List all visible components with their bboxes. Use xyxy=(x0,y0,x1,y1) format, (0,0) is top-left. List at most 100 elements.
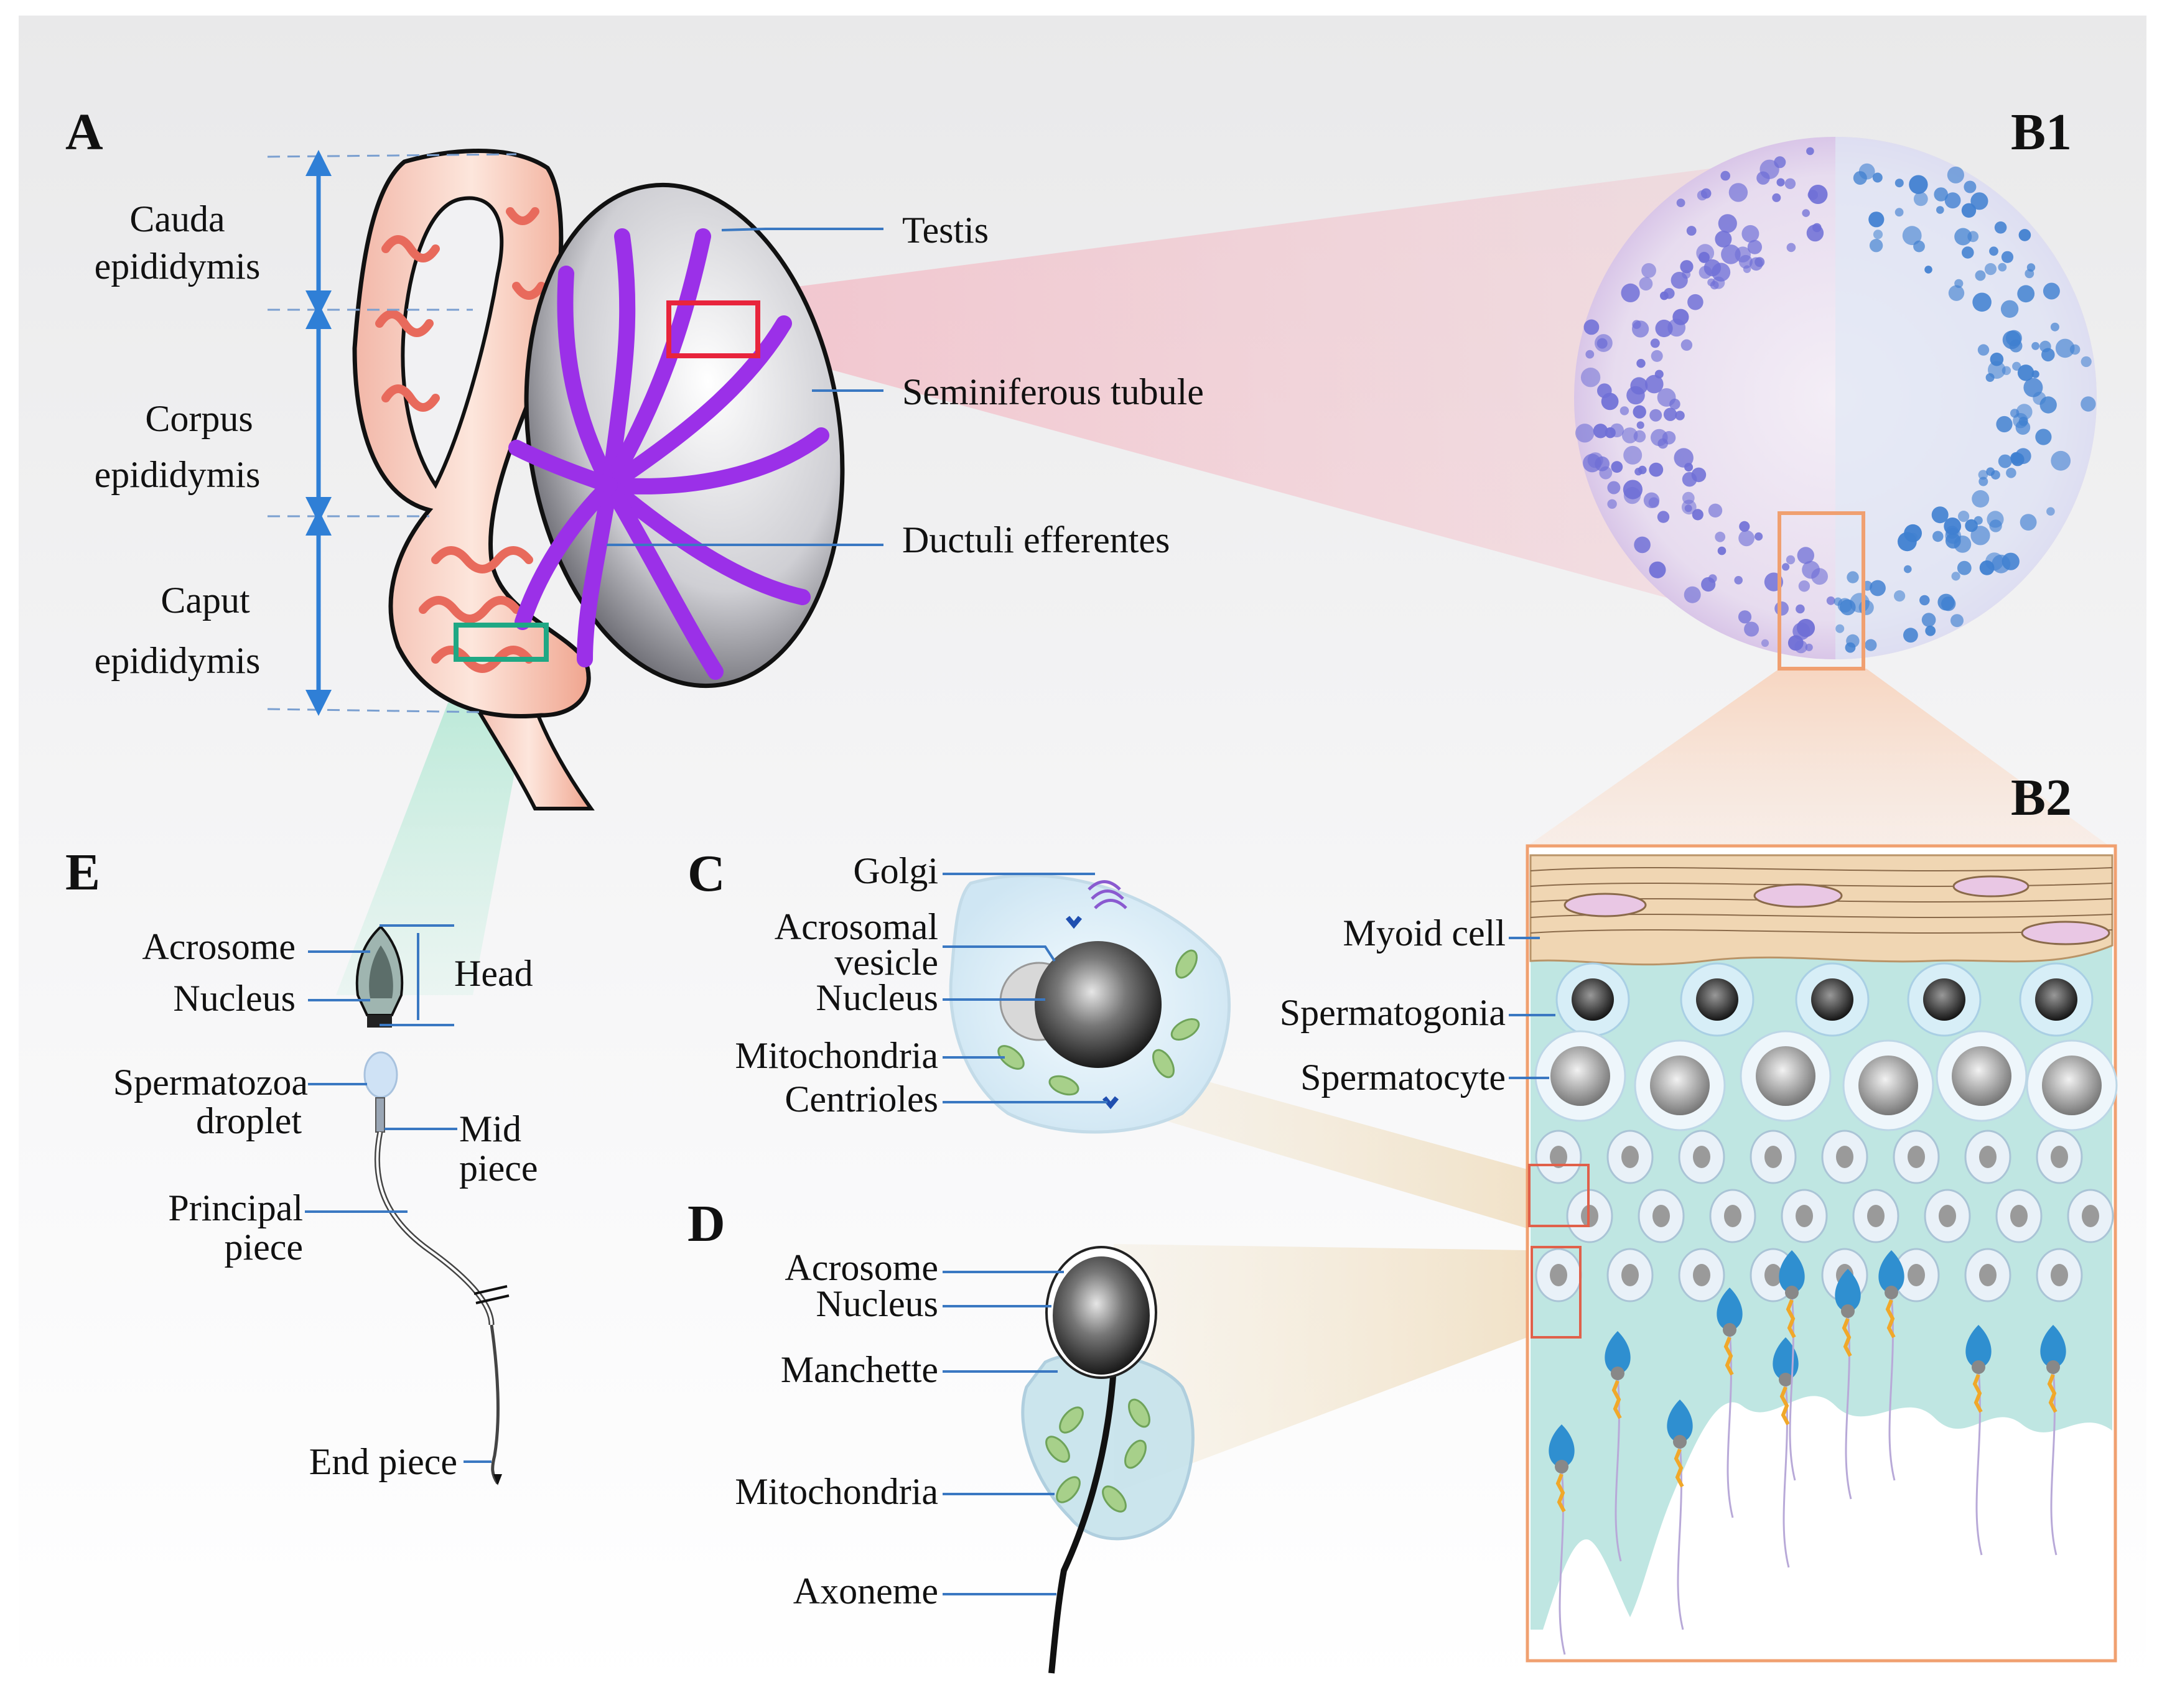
tubule-nucleus xyxy=(1701,577,1716,592)
sperm-mid-piece xyxy=(375,1097,385,1133)
testis-to-tubule-fan xyxy=(753,152,1835,644)
tubule-nucleus xyxy=(1931,506,1949,524)
round-spermatid-nucleus xyxy=(1764,1146,1782,1168)
tubule-nucleus xyxy=(1720,170,1730,181)
tubule-nucleus xyxy=(1919,595,1930,606)
tubule-nucleus xyxy=(1970,526,1990,545)
panel-a-illustration xyxy=(352,149,845,810)
tubule-nucleus xyxy=(2017,285,2035,303)
tubule-nucleus xyxy=(1739,521,1750,532)
tubule-nucleus xyxy=(1707,278,1715,287)
c-acrosomal-label-line2: vesicle xyxy=(834,942,938,983)
tubule-nucleus xyxy=(1972,292,1992,312)
round-spermatid-nucleus xyxy=(1764,1264,1782,1286)
tubule-nucleus xyxy=(2012,361,2021,371)
elongating-nucleus xyxy=(1053,1256,1150,1375)
panel-e-leader-lines xyxy=(305,924,492,1463)
epididymis-inner-loop xyxy=(401,196,504,489)
tubule-nucleus xyxy=(1988,361,2006,379)
elongated-spermatid-head xyxy=(1779,1250,1805,1294)
panel-c-leader-lines xyxy=(943,873,1107,1103)
tubule-nucleus xyxy=(2055,338,2075,358)
tubule-nucleus xyxy=(1636,359,1646,368)
e-head-label: Head xyxy=(454,953,533,994)
d-acrosome-label: Acrosome xyxy=(785,1247,938,1288)
tubule-nucleus xyxy=(1934,187,1948,202)
tubule-nucleus xyxy=(1634,536,1651,554)
c-mitochondria-label: Mitochondria xyxy=(735,1035,938,1076)
panel-label-d: D xyxy=(687,1195,725,1253)
tubule-nuclei xyxy=(1575,147,2096,654)
tubule-nucleus xyxy=(2018,417,2028,426)
tubule-nucleus xyxy=(2035,429,2052,445)
panel-b1-micrograph xyxy=(1574,137,2097,671)
elongated-spermatid-head xyxy=(1605,1331,1631,1375)
spermatid-midpiece xyxy=(1885,1299,1896,1339)
tubule-nucleus xyxy=(2069,344,2081,355)
tubule-nucleus xyxy=(1834,597,1842,606)
tubule-nucleus xyxy=(1797,547,1814,564)
tubule-nucleus xyxy=(1924,266,1932,274)
tubule-nucleus xyxy=(2081,356,2092,368)
tubule-nucleus xyxy=(1936,206,1944,214)
seminiferous-tubule-label: Seminiferous tubule xyxy=(902,371,1204,412)
e-droplet-label-line1: Spermatozoa xyxy=(113,1062,308,1103)
tubule-nucleus xyxy=(2016,404,2033,420)
spermatid-neck xyxy=(1611,1367,1624,1380)
spermatid-neck xyxy=(1885,1286,1898,1299)
tubule-nucleus xyxy=(1580,368,1601,388)
tubule-nucleus xyxy=(1865,639,1877,651)
tubule-nucleus xyxy=(2017,364,2034,381)
tubule-nucleus xyxy=(1611,461,1623,473)
tubule-nucleus xyxy=(1715,230,1732,248)
tubule-nucleus xyxy=(1607,499,1617,509)
caput-sample-box xyxy=(454,623,549,662)
tubule-nucleus xyxy=(1868,211,1885,228)
tubule-nucleus xyxy=(1607,481,1621,494)
tubule-nucleus xyxy=(1794,640,1808,654)
elongated-spermatid-head xyxy=(1667,1399,1693,1443)
spermatozoa-droplet xyxy=(363,1051,398,1098)
spermatid-neck xyxy=(2046,1360,2060,1374)
tubule-nucleus xyxy=(1921,613,1936,627)
tubule-nucleus xyxy=(1951,572,1960,581)
tubule-nucleus xyxy=(1623,445,1643,465)
tubule-nucleus xyxy=(1743,265,1751,273)
b1-zoom-box xyxy=(1778,511,1865,671)
panel-label-a: A xyxy=(65,103,103,161)
tubule-nucleus xyxy=(1802,209,1810,217)
epididymal-duct-coils xyxy=(375,207,546,673)
tubule-nucleus xyxy=(1651,350,1663,362)
round-spermatid-nucleus xyxy=(1621,1146,1639,1168)
spermatogonium-nucleus xyxy=(1811,978,1853,1021)
tubule-nucleus xyxy=(1648,497,1659,508)
tubule-nucleus xyxy=(2051,450,2071,471)
round-spermatid-nucleus xyxy=(1693,1264,1710,1286)
tubule-nucleus xyxy=(2010,452,2023,464)
tubule-nucleus xyxy=(1989,246,1998,256)
spermatid-neck xyxy=(1555,1460,1568,1474)
tubule-nucleus xyxy=(1681,499,1697,515)
tubule-nucleus xyxy=(1984,263,1997,276)
tail-break-mark xyxy=(473,1285,510,1304)
tubule-nucleus xyxy=(1902,226,1922,246)
tubule-nucleus xyxy=(1996,415,2013,433)
tubule-nucleus xyxy=(1686,226,1697,236)
myoid-cell xyxy=(2021,921,2110,945)
tubule-nucleus xyxy=(1853,171,1867,185)
tubule-nucleus xyxy=(1645,374,1664,394)
tubule-nucleus xyxy=(1904,565,1912,573)
tubule-nucleus xyxy=(2006,468,2016,478)
spermatid-midpiece xyxy=(1842,1317,1852,1357)
c-nucleus-label: Nucleus xyxy=(816,977,938,1018)
tubule-nucleus xyxy=(1675,411,1685,420)
b2-to-d-fan xyxy=(1114,1244,1527,1493)
spermatid-neck xyxy=(1673,1435,1687,1449)
spermatid-highlight-box-d xyxy=(1531,1246,1582,1339)
tubule-nucleus xyxy=(1619,406,1629,415)
tubule-nucleus xyxy=(1972,490,1990,508)
panel-label-b1: B1 xyxy=(2011,103,2072,161)
ductuli-efferentes-label: Ductuli efferentes xyxy=(902,519,1170,560)
caput-label-line1: Caput xyxy=(161,580,250,621)
tubule-nucleus xyxy=(1782,563,1790,571)
